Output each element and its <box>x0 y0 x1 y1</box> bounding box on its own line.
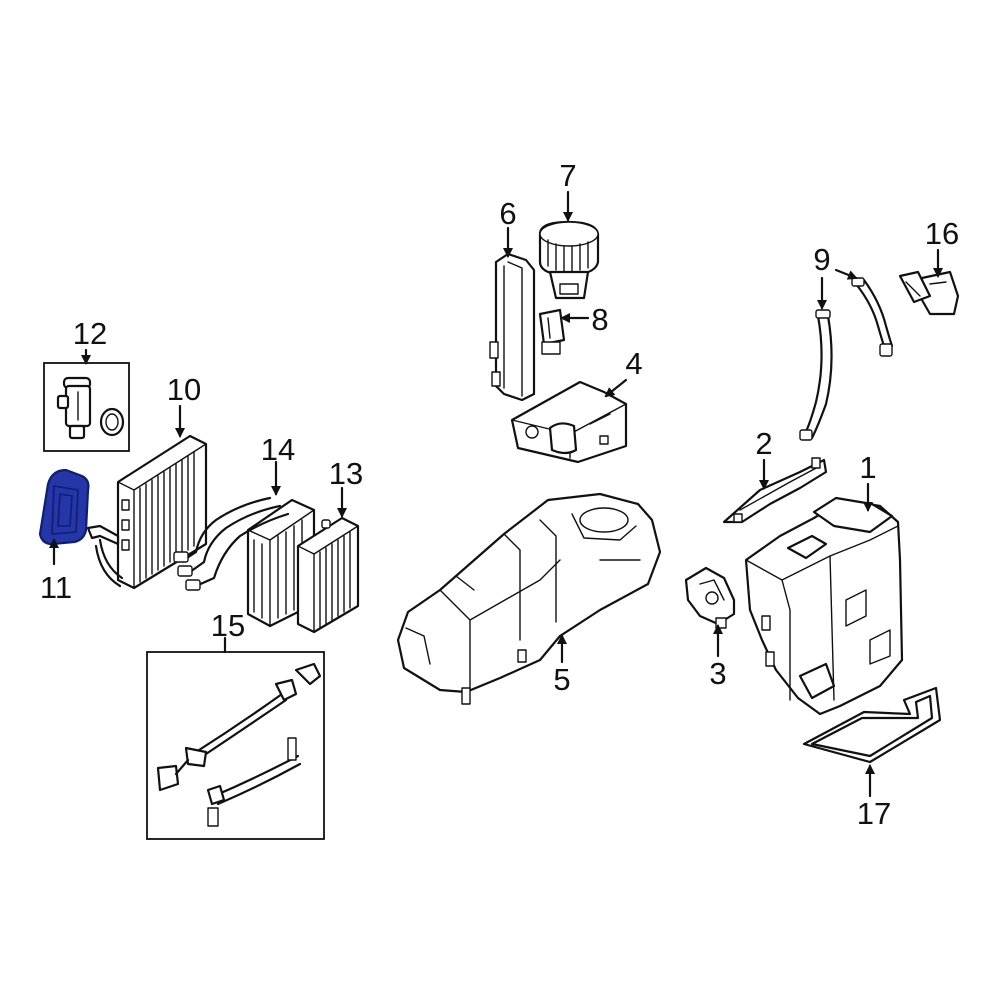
part-2-bracket[interactable] <box>722 457 828 524</box>
callout-11: 11 <box>40 570 72 605</box>
part-17-gasket[interactable] <box>802 686 942 764</box>
callout-1: 1 <box>859 450 876 485</box>
callout-13: 13 <box>329 456 363 491</box>
part-3-actuator[interactable] <box>684 566 736 629</box>
part-8-blower-resistor[interactable] <box>538 308 566 355</box>
leader-lines <box>49 190 943 798</box>
part-15-wiring-harness[interactable] <box>146 651 325 840</box>
callout-14: 14 <box>261 432 295 467</box>
part-7-blower-motor[interactable] <box>538 220 600 300</box>
part-16-connector[interactable] <box>898 270 960 316</box>
callout-10: 10 <box>167 372 201 407</box>
part-4-blower-housing[interactable] <box>510 380 628 464</box>
part-5-lower-case[interactable] <box>396 492 662 705</box>
part-6-air-duct[interactable] <box>489 252 536 402</box>
part-12-expansion-valve[interactable] <box>43 362 130 452</box>
callout-8: 8 <box>591 302 608 337</box>
part-11-cover-seal[interactable] <box>38 468 90 546</box>
callout-labels: 1 2 3 4 5 6 7 8 9 10 11 12 13 14 15 16 1… <box>40 158 959 831</box>
callout-6: 6 <box>499 196 516 231</box>
part-10-evaporator-core[interactable] <box>86 434 208 590</box>
callout-16: 16 <box>925 216 959 251</box>
callout-7: 7 <box>559 158 576 193</box>
callout-4: 4 <box>625 346 642 381</box>
callout-12: 12 <box>73 316 107 351</box>
callout-9: 9 <box>813 242 830 277</box>
callout-2: 2 <box>755 426 772 461</box>
part-15-box <box>146 651 325 840</box>
callout-15: 15 <box>211 608 245 643</box>
callout-5: 5 <box>553 662 570 697</box>
callout-3: 3 <box>709 656 726 691</box>
part-9-drain-hose[interactable] <box>799 277 894 441</box>
part-1-hvac-housing[interactable] <box>744 496 904 716</box>
part-13-cabin-filter[interactable] <box>296 516 360 634</box>
callout-17: 17 <box>857 796 891 831</box>
